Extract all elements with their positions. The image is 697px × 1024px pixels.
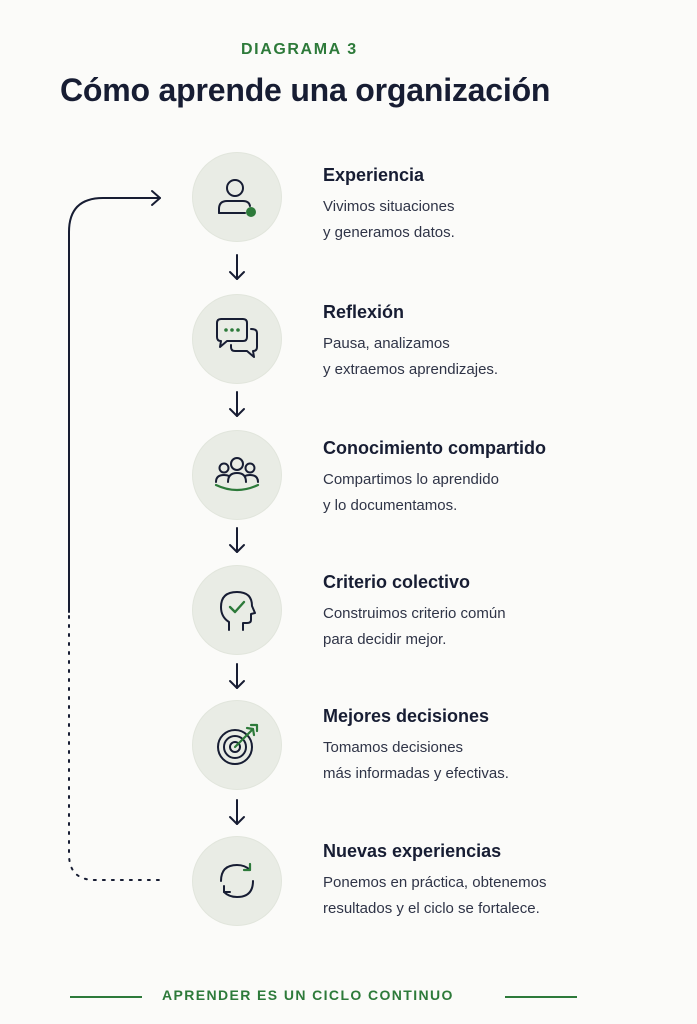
step-criterio-colectivo: Criterio colectivo Construimos criterio … [323,572,653,653]
down-arrow-icon [229,799,245,825]
step-circle-decisiones [193,701,281,789]
step-circle-nuevas [193,837,281,925]
step-title: Criterio colectivo [323,572,471,592]
down-arrow-icon [229,663,245,689]
step-circle-conocimiento [193,431,281,519]
step-circle-criterio [193,566,281,654]
group-icon [214,457,260,492]
step-mejores-decisiones: Mejores decisiones Tomamos decisiones má… [323,706,653,787]
refresh-cycle-icon [220,862,254,898]
down-arrow-icon [229,391,245,417]
step-title: Conocimiento compartido [323,438,547,458]
page-title: Cómo aprende una organización [60,72,551,108]
footer-caption: APRENDER ES UN CICLO CONTINUO [162,987,454,1003]
step-title: Reflexión [323,302,405,322]
step-description: Tomamos decisiones más informadas y efec… [323,739,509,782]
down-arrow-icon [229,254,245,280]
person-icon [218,179,256,217]
footer-divider-left [70,996,142,998]
step-title: Experiencia [323,165,425,185]
step-circle-reflexion [193,295,281,383]
footer-divider-right [505,996,577,998]
step-description: Pausa, analizamos y extraemos aprendizaj… [323,335,499,378]
down-arrow-icon [229,527,245,553]
step-title: Mejores decisiones [323,706,490,726]
diagram-kicker: DIAGRAMA 3 [241,41,358,58]
cycle-loop-arrow [68,190,163,881]
step-nuevas-experiencias: Nuevas experiencias Ponemos en práctica,… [323,841,653,922]
chat-bubbles-icon [216,318,258,358]
target-arrow-icon [217,723,259,765]
step-conocimiento-compartido: Conocimiento compartido Compartimos lo a… [323,438,653,519]
step-description: Ponemos en práctica, obtenemos resultado… [323,874,547,917]
step-circle-experiencia [193,153,281,241]
step-title: Nuevas experiencias [323,841,502,861]
step-description: Construimos criterio común para decidir … [323,605,506,648]
step-description: Vivimos situaciones y generamos datos. [323,198,455,241]
step-reflexion: Reflexión Pausa, analizamos y extraemos … [323,302,653,383]
step-experiencia: Experiencia Vivimos situaciones y genera… [323,165,653,246]
step-description: Compartimos lo aprendido y lo documentam… [323,471,499,514]
head-check-icon [220,591,256,631]
